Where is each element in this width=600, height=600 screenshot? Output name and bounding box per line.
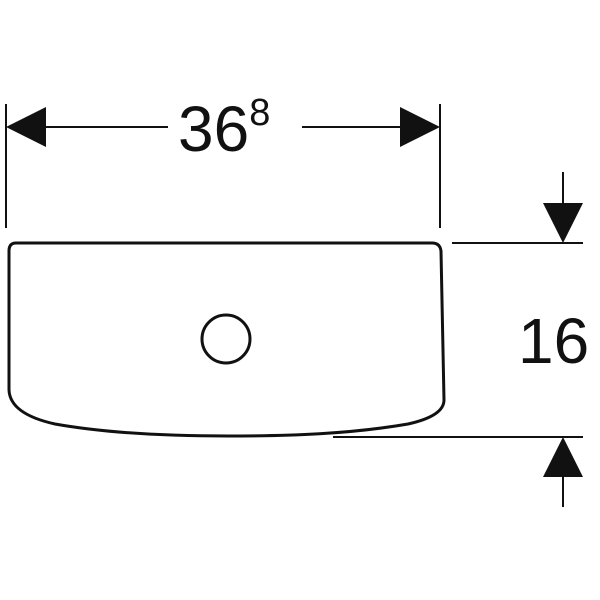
height-arrow-top-icon <box>543 203 583 243</box>
cistern-lid-outline <box>7 241 446 438</box>
width-dimension-superscript: 8 <box>249 92 270 134</box>
width-dimension-value: 36 <box>178 93 249 165</box>
width-dimension-label: 368 <box>178 92 270 165</box>
height-dimension-label: 16 <box>518 305 589 377</box>
height-arrow-bottom-icon <box>543 437 583 477</box>
width-arrow-left-icon <box>6 107 46 147</box>
width-arrow-right-icon <box>400 107 440 147</box>
flush-button-hole <box>200 313 252 365</box>
